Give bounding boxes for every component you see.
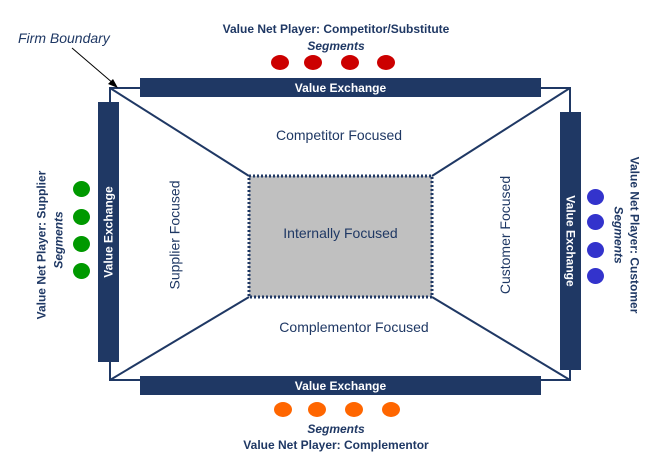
right-player-segments: Segments bbox=[612, 206, 627, 264]
customer-focused-label: Customer Focused bbox=[497, 175, 513, 295]
left-segment-dot bbox=[73, 181, 90, 197]
top-segment-dot bbox=[341, 55, 359, 70]
top-segment-dot bbox=[271, 55, 289, 70]
diagonal-bottom-left bbox=[109, 296, 250, 381]
right-segment-dot bbox=[587, 214, 604, 230]
internal-box bbox=[247, 174, 434, 299]
bottom-player-segments: Segments bbox=[307, 422, 365, 436]
left-segment-dot bbox=[73, 209, 90, 225]
supplier-focused-label: Supplier Focused bbox=[166, 180, 183, 290]
diagonal-top-left bbox=[109, 87, 250, 177]
right-segment-dot bbox=[587, 242, 604, 258]
top-player-segments: Segments bbox=[307, 39, 365, 53]
left-player-title: Value Net Player: Supplier bbox=[34, 170, 49, 320]
left-player-segments: Segments bbox=[52, 211, 67, 269]
right-player-title: Value Net Player: Customer bbox=[627, 156, 642, 314]
diagonal-bottom-right bbox=[431, 296, 571, 381]
top-player-title: Value Net Player: Competitor/Substitute bbox=[222, 22, 450, 36]
left-player-title-box: Value Net Player: Supplier bbox=[34, 170, 48, 320]
supplier-focused-box: Supplier Focused bbox=[165, 170, 183, 300]
top-segment-dot bbox=[304, 55, 322, 70]
top-value-exchange-bar: Value Exchange bbox=[140, 78, 541, 97]
bottom-value-exchange-bar: Value Exchange bbox=[140, 376, 541, 395]
customer-focused-box: Customer Focused bbox=[496, 170, 514, 300]
right-player-segments-box: Segments bbox=[612, 190, 626, 280]
complementor-focused-label: Complementor Focused bbox=[279, 319, 429, 335]
right-value-exchange-bar: Value Exchange bbox=[560, 112, 581, 370]
left-value-exchange-label: Value Exchange bbox=[101, 186, 116, 278]
right-segment-dot bbox=[587, 268, 604, 284]
competitor-focused-label: Competitor Focused bbox=[275, 127, 403, 143]
internally-focused-label: Internally Focused bbox=[283, 225, 398, 241]
left-segment-dot bbox=[73, 236, 90, 252]
diagonal-top-right bbox=[431, 87, 571, 177]
left-player-segments-box: Segments bbox=[52, 200, 66, 280]
top-segment-dot bbox=[377, 55, 395, 70]
left-segment-dot bbox=[73, 263, 90, 279]
right-value-exchange-label: Value Exchange bbox=[563, 195, 578, 287]
bottom-player-title: Value Net Player: Complementor bbox=[243, 438, 429, 452]
bottom-segment-dot bbox=[382, 402, 400, 417]
bottom-segment-dot bbox=[308, 402, 326, 417]
firm-boundary-arrow-head bbox=[108, 79, 118, 88]
bottom-segment-dot bbox=[345, 402, 363, 417]
bottom-segment-dot bbox=[274, 402, 292, 417]
right-segment-dot bbox=[587, 189, 604, 205]
firm-boundary-label: Firm Boundary bbox=[18, 30, 110, 46]
firm-boundary-arrow-line bbox=[71, 47, 115, 85]
right-player-title-box: Value Net Player: Customer bbox=[627, 150, 641, 320]
left-value-exchange-bar: Value Exchange bbox=[98, 102, 119, 362]
